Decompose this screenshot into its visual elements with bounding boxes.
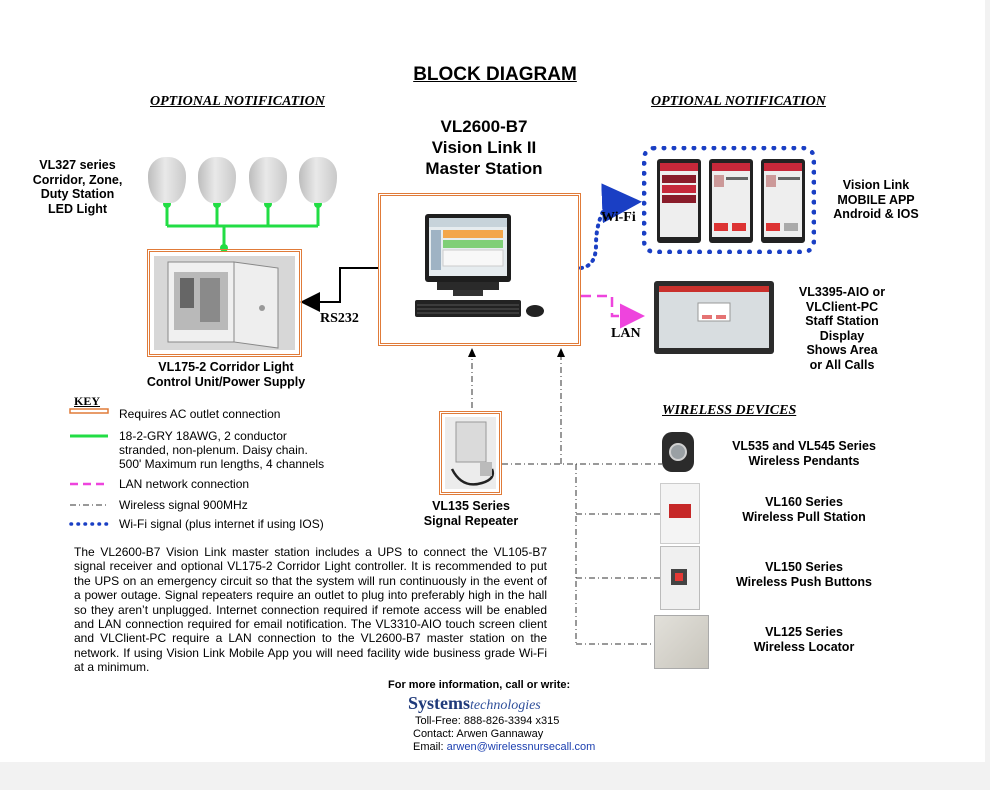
push-button-icon [671,569,687,585]
rs232-label: RS232 [320,311,359,326]
device-label-line: VL535 and VL545 Series [732,439,876,453]
master-model: VL2600-B7 [440,117,528,136]
led-light-1 [148,157,186,203]
lights-label: VL327 series Corridor, Zone, Duty Statio… [20,158,135,216]
master-station-title: VL2600-B7 Vision Link II Master Station [404,116,564,179]
device-label-line: Wireless Push Buttons [735,574,873,589]
mobile-app-box [642,146,816,254]
pendant-button-icon [669,443,687,461]
device-label-locator: VL125 Series Wireless Locator [715,625,893,654]
key-item-wifi: Wi-Fi signal (plus internet if using IOS… [119,517,324,531]
repeater-icon [445,417,496,489]
green-daisy-chain [165,204,320,250]
repeater-box [439,411,502,495]
device-label-line: VL125 Series [765,625,843,639]
device-label-pendants: VL535 and VL545 Series Wireless Pendants [715,439,893,468]
pull-station-device [660,483,700,544]
contact-tollfree: Toll-Free: 888-826-3394 x315 [415,715,560,727]
control-unit-box [147,249,302,357]
email-label: Email: [413,741,444,753]
wireless-devices-heading: WIRELESS DEVICES [662,403,797,418]
key-item-wireless: Wireless signal 900MHz [119,498,248,512]
device-label-line: Wireless Pendants [748,453,860,468]
staff-label-line: or All Calls [809,357,875,372]
wireless-lines [471,352,662,645]
brand-suffix: technologies [470,698,541,713]
lights-label-line: VL327 series [39,158,116,172]
control-unit-label: VL175-2 Corridor Light Control Unit/Powe… [133,360,319,389]
push-button-device [660,546,700,610]
wifi-label: Wi-Fi [601,210,636,225]
lan-label: LAN [611,326,641,341]
page-title: BLOCK DIAGRAM [413,64,577,85]
repeater-label-line: VL135 Series [432,499,510,513]
key-heading: KEY [74,394,101,408]
app-label-line: Android & IOS [833,207,919,221]
monitor-icon [654,281,774,354]
staff-label-line: VLClient-PC [805,299,879,314]
contact-email-row: Email: arwen@wirelessnursecall.com [413,741,595,755]
lights-label-line: Duty Station [40,187,115,201]
rs232-line [300,267,378,312]
wifi-line [579,183,642,270]
device-label-line: VL150 Series [765,560,843,574]
optional-notification-left: OPTIONAL NOTIFICATION [150,94,325,109]
lan-line [581,294,645,329]
staff-label-line: Staff Station [805,314,879,328]
description-paragraph: The VL2600-B7 Vision Link master station… [74,545,547,675]
lights-label-line: LED Light [47,201,107,216]
device-label-pull-station: VL160 Series Wireless Pull Station [715,495,893,524]
key-item-lan: LAN network connection [119,477,250,491]
key-item-cable-3: 500' Maximum run lengths, 4 channels [119,457,325,471]
master-name: Vision Link II [431,138,537,157]
key-item-cable: 18-2-GRY 18AWG, 2 conductor [119,429,287,443]
contact-heading: For more information, call or write: [388,679,571,691]
brand-name: Systems [408,693,470,713]
master-type: Master Station [425,159,543,178]
staff-label-line: Display [819,328,865,343]
optional-notification-right: OPTIONAL NOTIFICATION [651,94,826,109]
device-label-push-buttons: VL150 Series Wireless Push Buttons [715,560,893,589]
locator-device [654,615,709,669]
app-label-line: Vision Link [842,178,910,192]
brand-logo: Systemstechnologies [408,693,541,714]
control-label-line: VL175-2 Corridor Light [158,360,294,374]
pull-lever-icon [669,504,691,518]
led-light-2 [198,157,236,203]
key-item-cable-2: stranded, non-plenum. Daisy chain. [119,443,308,457]
device-label-line: Wireless Locator [753,639,855,654]
control-label-line: Control Unit/Power Supply [146,374,306,389]
staff-station-display [654,281,774,354]
computer-icon [415,214,544,317]
key-item-ac: Requires AC outlet connection [119,407,281,421]
led-light-4 [299,157,337,203]
lights-label-line: Corridor, Zone, [32,172,123,187]
pendant-device [662,432,694,472]
staff-label-line: Shows Area [806,343,878,357]
repeater-label-line: Signal Repeater [423,513,519,528]
device-label-line: VL160 Series [765,495,843,509]
app-label: Vision Link MOBILE APP Android & IOS [828,178,924,222]
control-unit-icon [154,256,295,350]
contact-name: Contact: Arwen Gannaway [413,728,544,740]
email-link[interactable]: arwen@wirelessnursecall.com [446,741,596,753]
device-label-line: Wireless Pull Station [742,509,866,524]
led-light-3 [249,157,287,203]
staff-label: VL3395-AIO or VLClient-PC Staff Station … [792,285,892,372]
page: BLOCK DIAGRAM OPTIONAL NOTIFICATION OPTI… [0,0,985,762]
staff-label-line: VL3395-AIO or [798,285,886,299]
key-swatches [69,408,110,526]
swatch-ac [69,408,109,414]
phone-screens-icon [657,159,805,243]
repeater-label: VL135 Series Signal Repeater [411,499,531,528]
app-label-line: MOBILE APP [837,192,915,207]
master-station-box [378,193,581,346]
